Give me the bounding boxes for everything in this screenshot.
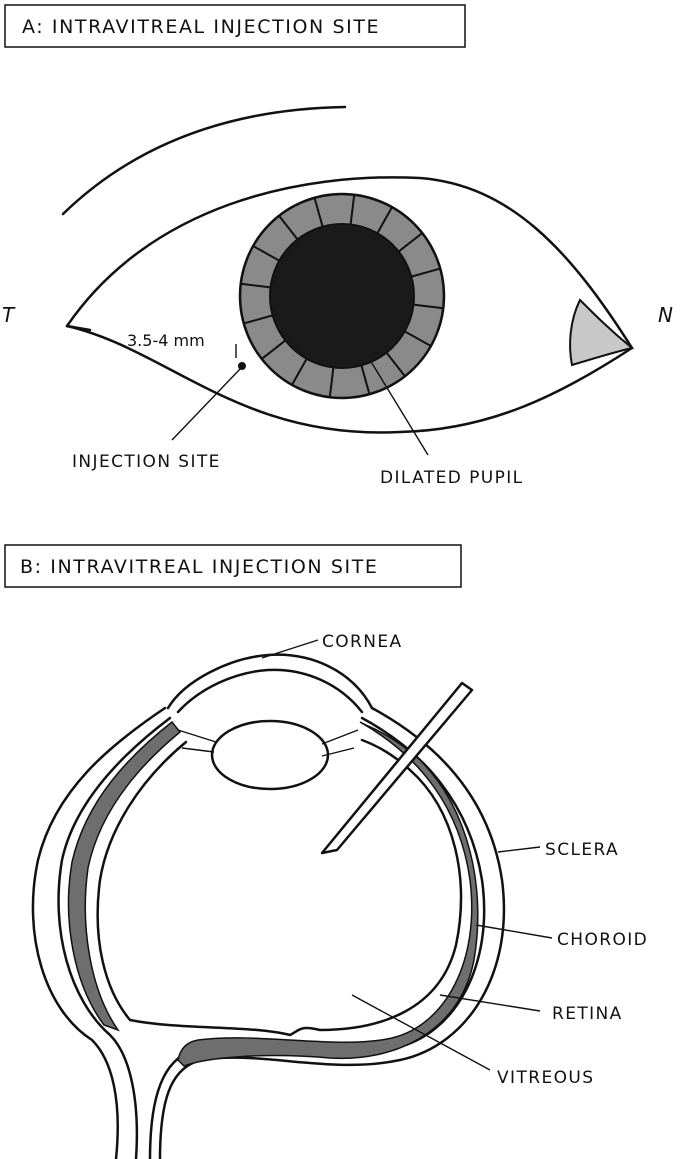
eyebrow-line xyxy=(61,105,347,216)
measurement-label: 3.5-4 mm xyxy=(127,331,205,350)
iris-segment-line xyxy=(240,282,271,289)
nasal-label: N xyxy=(658,303,673,327)
iris-segment-line xyxy=(261,339,286,360)
iris-segment-lines xyxy=(240,194,444,398)
choroid-left xyxy=(67,720,182,1032)
vitreous-leader xyxy=(351,994,491,1071)
iris-segment-line xyxy=(376,206,393,234)
cornea-outer xyxy=(166,653,374,710)
pupil xyxy=(269,223,415,369)
lens xyxy=(210,719,330,791)
sclera-leader xyxy=(497,846,541,853)
panel-b-title: B: INTRAVITREAL INJECTION SITE xyxy=(20,556,379,578)
sclera-label: SCLERA xyxy=(545,840,619,860)
dilated-pupil-leader xyxy=(369,359,429,456)
vitreous-label: VITREOUS xyxy=(497,1068,594,1088)
caruncle xyxy=(569,298,635,367)
panel-a-title: A: INTRAVITREAL INJECTION SITE xyxy=(22,16,380,38)
choroid-leader xyxy=(475,924,553,939)
iris-segment-line xyxy=(291,358,308,386)
dilated-pupil-iris xyxy=(238,192,446,400)
injection-site-dot xyxy=(238,362,246,370)
iris-segment-line xyxy=(398,232,423,253)
iris-segment-line xyxy=(328,367,335,398)
cornea-label: CORNEA xyxy=(322,632,403,652)
sclera-outer-right xyxy=(158,706,506,1159)
retina-line xyxy=(96,738,463,1037)
iris-segment-line xyxy=(411,267,441,278)
retina-leader xyxy=(439,994,541,1012)
upper-eyelid xyxy=(65,176,634,350)
iris-segment-line xyxy=(313,197,324,227)
iris-segment-line xyxy=(404,330,432,347)
panel-b: B: INTRAVITREAL INJECTION SITE CORNEA SC… xyxy=(4,544,648,1159)
choroid-right xyxy=(177,721,479,1067)
lateral-canthus xyxy=(65,324,92,332)
sclera-outer-left xyxy=(31,706,167,1159)
temporal-label: T xyxy=(2,303,16,327)
choroid-label: CHOROID xyxy=(557,930,648,950)
panel-a: A: INTRAVITREAL INJECTION SITE T N 3.5-4… xyxy=(2,4,673,488)
panel-a-title-box xyxy=(4,4,466,48)
injection-site-leader xyxy=(171,367,242,441)
iris-segment-line xyxy=(413,303,444,310)
iris-segment-line xyxy=(385,352,406,377)
iris-segment-line xyxy=(349,194,356,225)
sclera-inner-left xyxy=(57,716,172,1159)
cornea-inner xyxy=(176,668,364,714)
lower-eyelid xyxy=(65,324,634,434)
injection-needle xyxy=(320,681,474,855)
cornea-leader xyxy=(261,639,319,659)
iris-segment-line xyxy=(278,215,299,240)
zonules-left xyxy=(177,729,217,753)
retina-label: RETINA xyxy=(552,1004,623,1024)
dilated-pupil-label: DILATED PUPIL xyxy=(380,468,524,488)
iris-segment-line xyxy=(243,314,273,325)
iris-segment-line xyxy=(360,365,371,395)
iris-segment-line xyxy=(252,245,280,262)
injection-site-label: INJECTION SITE xyxy=(72,452,221,472)
panel-b-title-box xyxy=(4,544,462,588)
